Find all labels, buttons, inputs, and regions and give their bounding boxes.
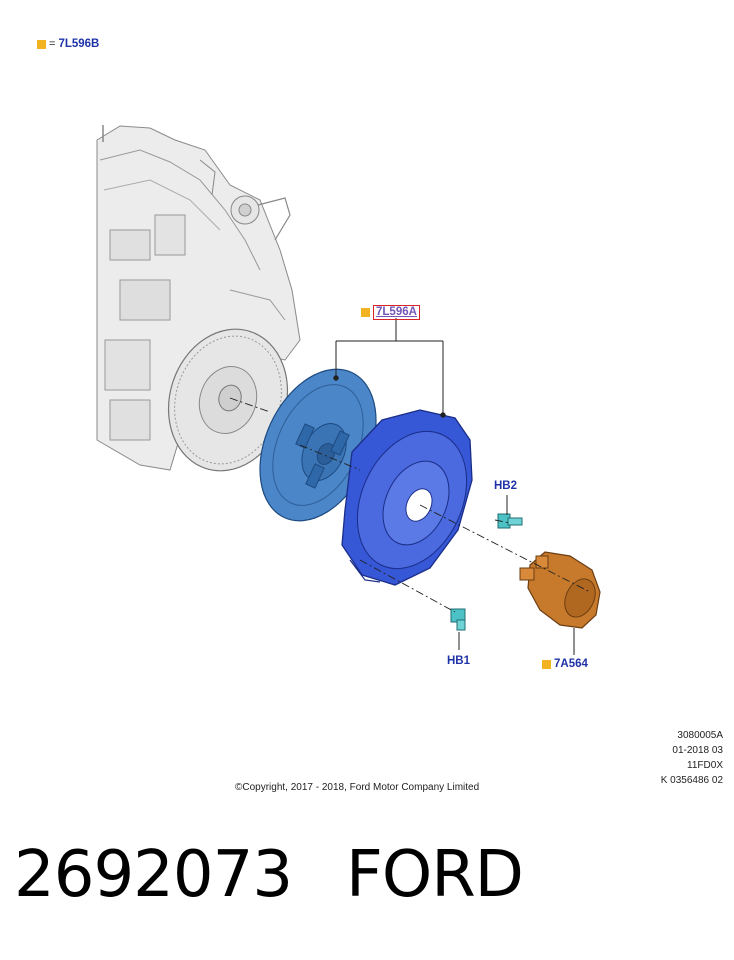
- callout-hb1: HB1: [447, 655, 471, 667]
- legend-marker: [37, 39, 46, 49]
- copyright: ©Copyright, 2017 - 2018, Ford Motor Comp…: [235, 782, 480, 793]
- callout-marker: [542, 659, 551, 669]
- engine-block: [96, 125, 301, 471]
- callout-7l596a-label[interactable]: 7L596A: [373, 305, 420, 320]
- leader-lines: [333, 318, 575, 655]
- legend-equals: =: [49, 38, 56, 50]
- callout-marker: [361, 308, 370, 317]
- callout-7l596a[interactable]: 7L596A: [361, 305, 420, 320]
- callout-7a564: 7A564: [542, 658, 588, 670]
- legend-code: 7L596B: [58, 38, 100, 50]
- legend: = 7L596B: [37, 38, 99, 50]
- ref-code: 11FD0X: [687, 760, 723, 771]
- ref-code: 3080005A: [677, 730, 723, 741]
- part-number: 2692073: [14, 838, 293, 912]
- callout-hb2: HB2: [494, 480, 518, 492]
- clutch-disc: [259, 368, 377, 522]
- callout-7a564-label: 7A564: [554, 658, 588, 670]
- ref-code: 01-2018 03: [672, 745, 723, 756]
- flywheel: [167, 328, 289, 472]
- bolt-hb1: [450, 608, 466, 631]
- brand-name: FORD: [346, 838, 524, 912]
- pressure-plate: [341, 409, 473, 586]
- release-bearing: [519, 551, 601, 629]
- ref-code: K 0356486 02: [660, 775, 723, 786]
- reference-codes: 3080005A 01-2018 03 11FD0X K 0356486 02: [661, 728, 723, 788]
- axis-lines: [229, 397, 591, 613]
